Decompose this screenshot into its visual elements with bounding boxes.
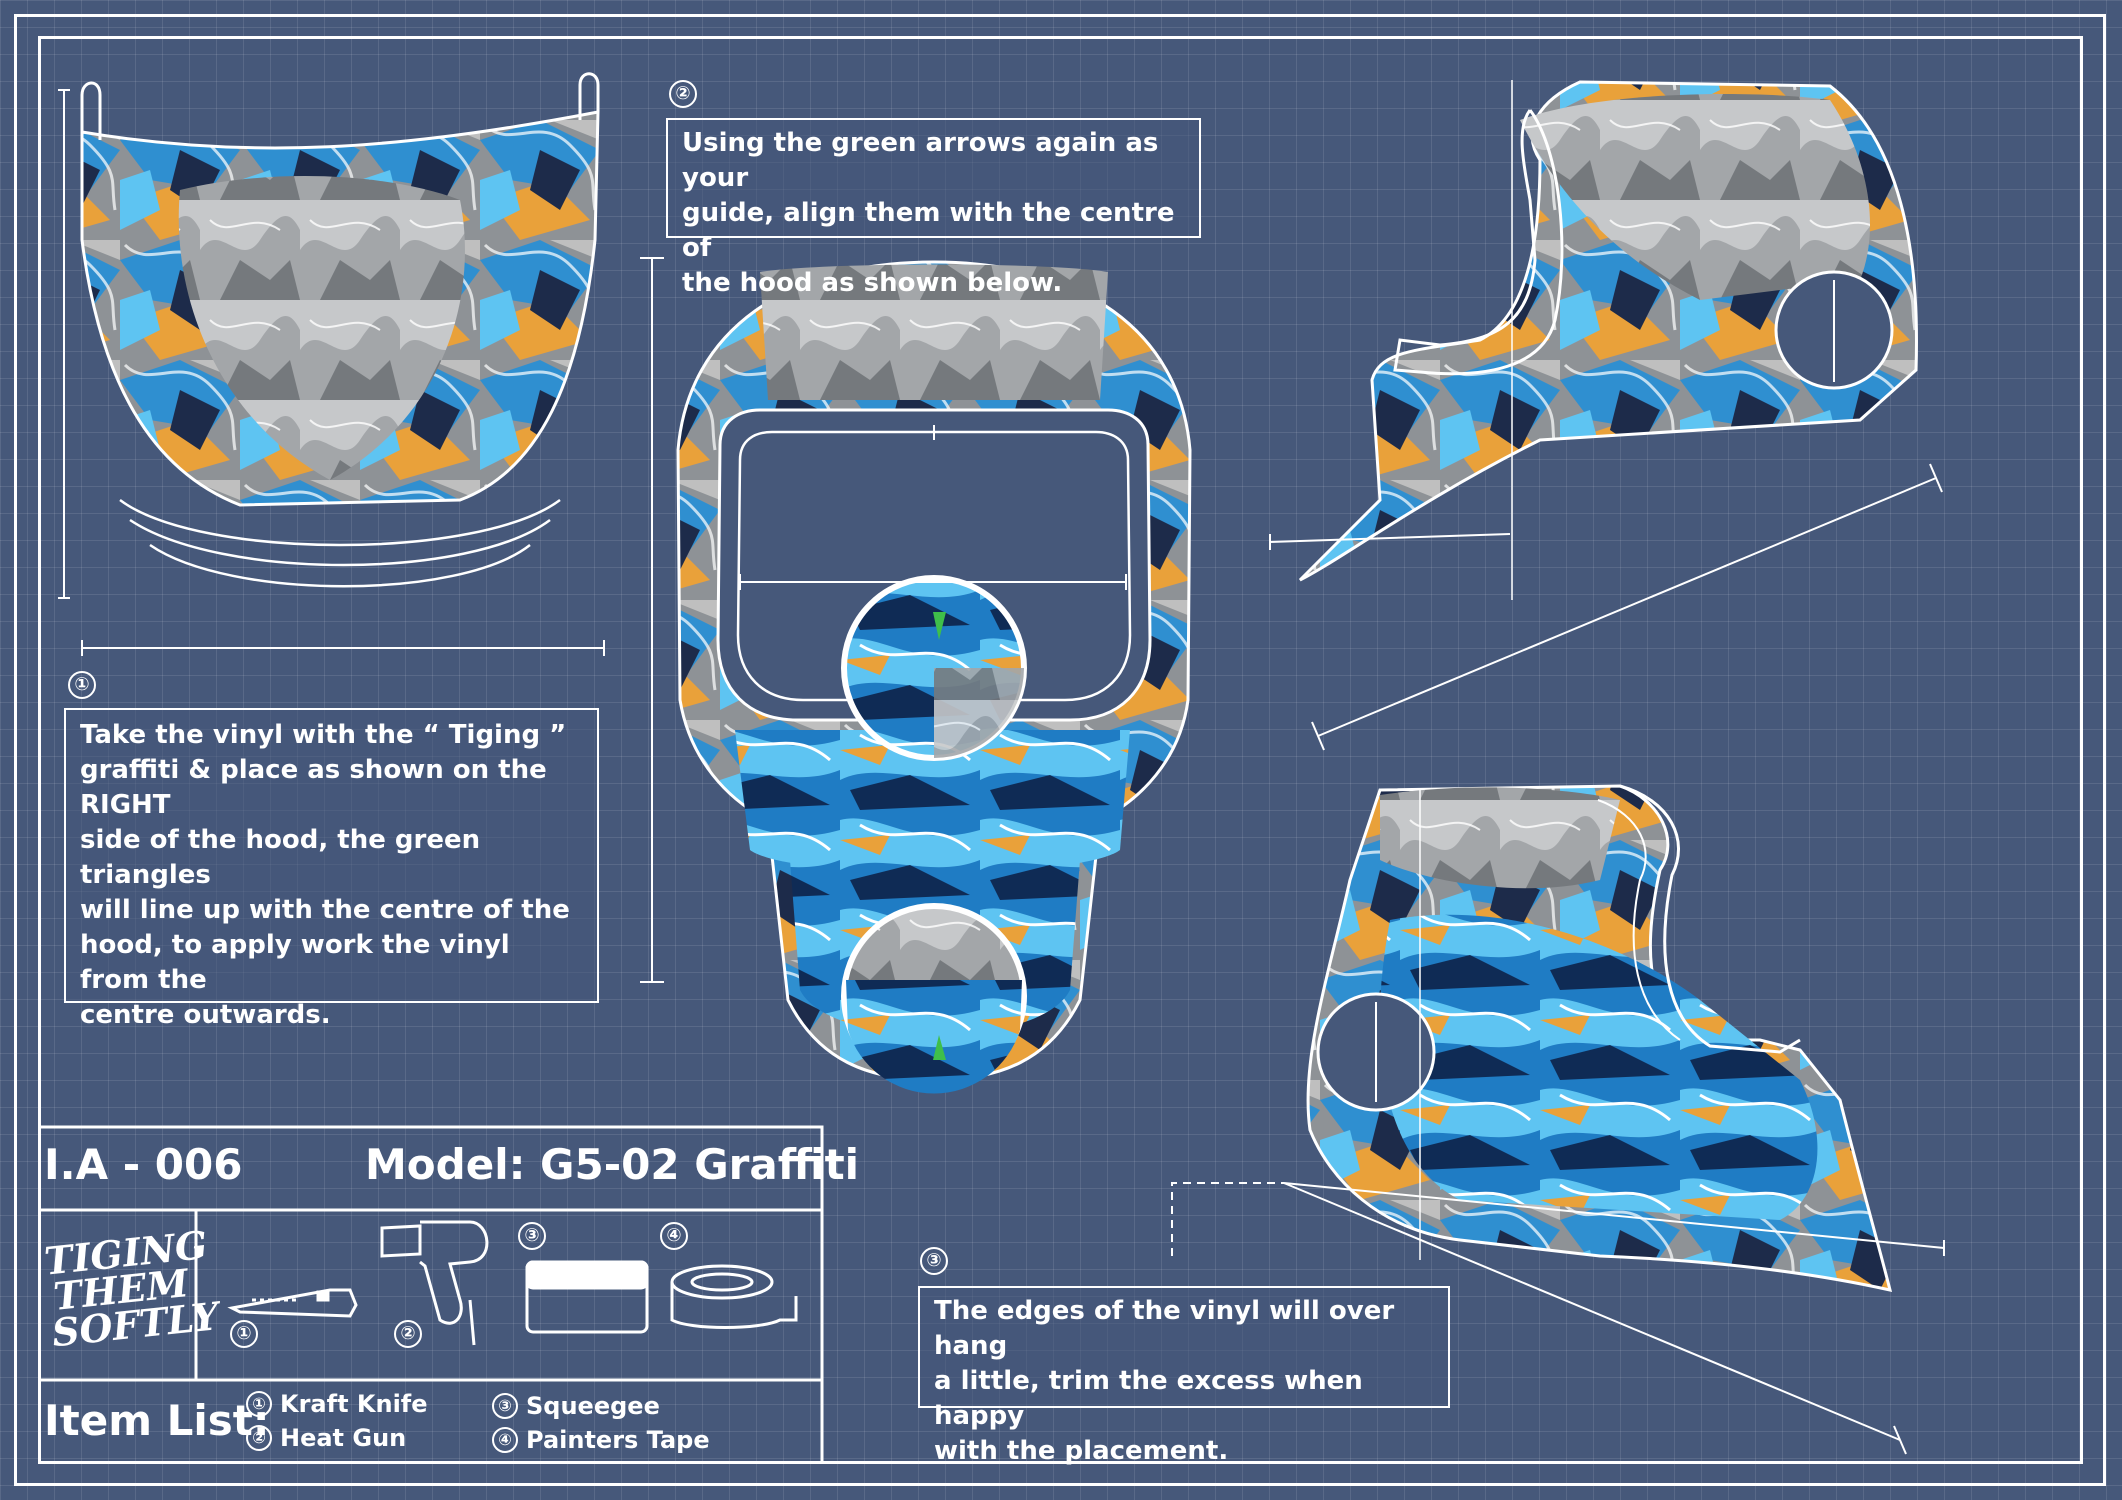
model-name: Model: G5-02 Graffiti <box>365 1140 860 1189</box>
step-3-number: ③ <box>920 1247 948 1275</box>
tool-number-1: ① <box>230 1320 258 1348</box>
inner-frame <box>38 36 2083 1464</box>
item-2-label: Heat Gun <box>280 1424 407 1452</box>
step-1-box: Take the vinyl with the “ Tiging ” graff… <box>64 708 599 1030</box>
item-1-label: Kraft Knife <box>280 1390 428 1418</box>
step-2-number: ② <box>669 80 697 108</box>
tool-number-2: ② <box>394 1320 422 1348</box>
info-panel-lines <box>40 1125 824 1464</box>
step-1-number: ① <box>68 671 96 699</box>
hood-top-view <box>80 72 600 588</box>
item-squeegee: ③ Squeegee <box>492 1392 660 1420</box>
dimension-arrows-top-view <box>58 89 605 656</box>
step-2-box: Using the green arrows again as your gui… <box>666 118 1201 298</box>
tool-number-3: ③ <box>518 1222 546 1250</box>
item-painters-tape: ④ Painters Tape <box>492 1426 710 1454</box>
hood-side-view-right <box>1298 80 1918 600</box>
brand-logo: TIGING THEM SOFTLY <box>42 1221 221 1356</box>
outer-frame <box>14 14 2106 1486</box>
magnifier-bottom-triangle <box>841 903 1027 1094</box>
item-4-label: Painters Tape <box>526 1426 710 1454</box>
magnifier-top-triangle <box>841 575 1027 761</box>
dimension-arrows-side-left <box>1171 1182 1945 1455</box>
item-4-number: ④ <box>492 1427 518 1453</box>
painters-tape-icon <box>670 1264 798 1329</box>
item-list-label: Item List: <box>44 1396 270 1445</box>
dimension-arrows-side-right <box>1269 463 1943 751</box>
item-1-number: ① <box>246 1391 272 1417</box>
instruction-code: I.A - 006 <box>44 1140 243 1189</box>
step-1-text: Take the vinyl with the “ Tiging ” graff… <box>80 720 570 1030</box>
green-triangle-top-icon <box>933 612 946 640</box>
item-2-number: ② <box>246 1425 272 1451</box>
green-triangle-bottom-icon <box>933 1035 946 1060</box>
item-3-label: Squeegee <box>526 1392 660 1420</box>
heat-gun-icon <box>380 1220 489 1346</box>
tool-number-4: ④ <box>660 1222 688 1250</box>
item-kraft-knife: ① Kraft Knife <box>246 1390 428 1418</box>
step-3-box: The edges of the vinyl will over hang a … <box>918 1286 1450 1466</box>
step-3-text: The edges of the vinyl will over hang a … <box>934 1296 1395 1466</box>
item-heat-gun: ② Heat Gun <box>246 1424 406 1452</box>
hood-side-view-left <box>1306 784 1893 1292</box>
squeegee-icon <box>525 1260 649 1334</box>
dimension-arrows-front-view <box>640 257 1127 983</box>
kraft-knife-icon <box>227 1288 358 1318</box>
step-2-text: Using the green arrows again as your gui… <box>682 128 1175 298</box>
item-3-number: ③ <box>492 1393 518 1419</box>
